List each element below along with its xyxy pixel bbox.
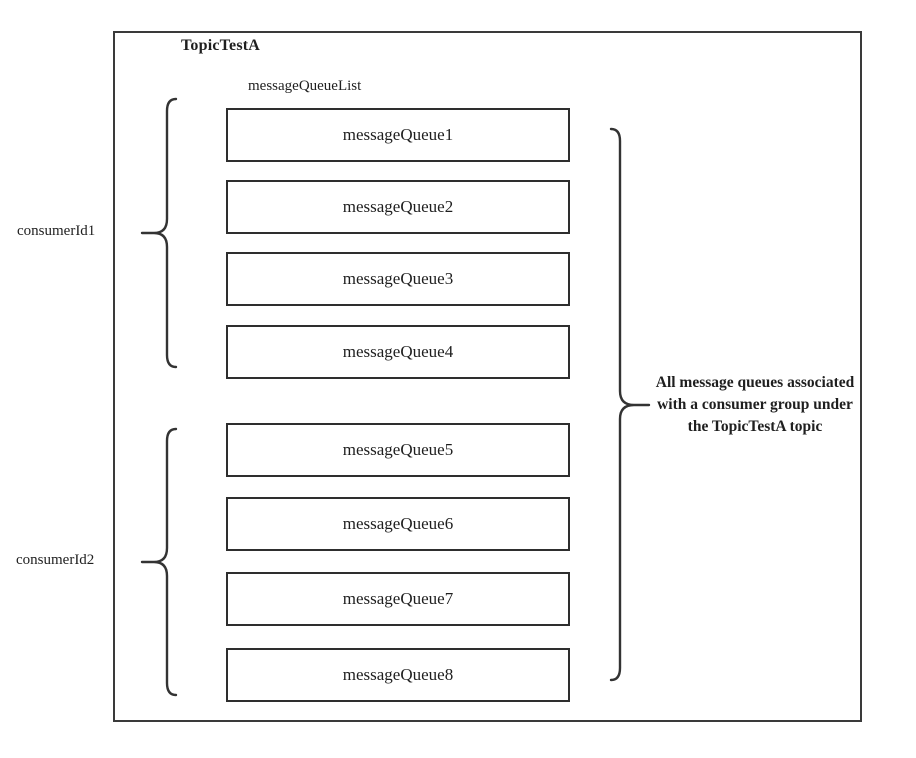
message-queue-box-4: messageQueue4 [226,325,570,379]
group-curly-brace-icon [609,127,651,682]
message-queue-box-1: messageQueue1 [226,108,570,162]
group-annotation: All message queues associated with a con… [645,372,865,438]
message-queue-3-label: messageQueue3 [342,269,454,288]
message-queue-box-2: messageQueue2 [226,180,570,234]
group-annotation-line-1: All message queues associated [655,374,855,391]
message-queue-8-label: messageQueue8 [342,665,454,684]
group-annotation-line-2: with a consumer group under [657,396,853,413]
queue-list-label: messageQueueList [248,78,362,94]
topic-label: TopicTestA [181,37,261,54]
message-queue-6-label: messageQueue6 [342,514,454,533]
message-queue-box-6: messageQueue6 [226,497,570,551]
message-queue-2-label: messageQueue2 [342,197,454,216]
message-queue-box-3: messageQueue3 [226,252,570,306]
message-queue-7-label: messageQueue7 [342,589,454,608]
consumer-id-1-label: consumerId1 [17,223,96,239]
message-queue-box-5: messageQueue5 [226,423,570,477]
consumer-1-curly-brace-icon [140,97,178,369]
message-queue-5-label: messageQueue5 [342,440,454,459]
consumer-id-2-label: consumerId2 [16,552,95,568]
group-annotation-line-3: the TopicTestA topic [687,418,823,435]
message-queue-box-7: messageQueue7 [226,572,570,626]
consumer-2-curly-brace-icon [140,427,178,697]
message-queue-box-8: messageQueue8 [226,648,570,702]
message-queue-4-label: messageQueue4 [342,342,454,361]
message-queue-1-label: messageQueue1 [342,125,454,144]
